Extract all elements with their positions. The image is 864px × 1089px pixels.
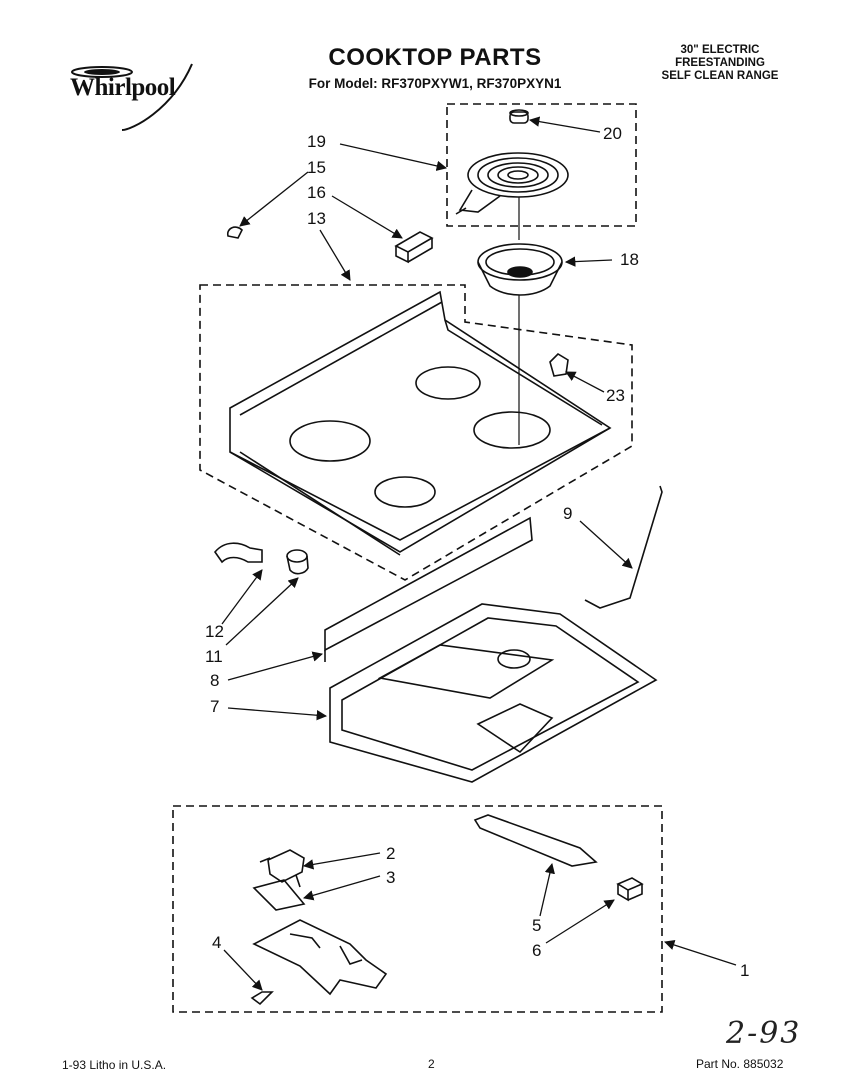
model-subtitle: For Model: RF370PXYW1, RF370PXYN1 bbox=[308, 76, 562, 91]
leader-line-19 bbox=[339, 143, 448, 172]
leader-line-7 bbox=[227, 707, 328, 721]
callout-label: 2 bbox=[386, 844, 395, 863]
leader-line-9 bbox=[579, 520, 633, 569]
insulator-part bbox=[252, 879, 306, 911]
leader-line-11 bbox=[225, 577, 299, 646]
leader-line-5 bbox=[539, 862, 555, 917]
whirlpool-logo: Whirlpool bbox=[62, 60, 202, 140]
callout-label: 3 bbox=[386, 868, 395, 887]
element-knob-part bbox=[509, 109, 529, 124]
leader-line-1 bbox=[664, 939, 737, 966]
bushing-part bbox=[286, 549, 309, 575]
callout-label: 16 bbox=[307, 183, 326, 202]
callout-label: 13 bbox=[307, 209, 326, 228]
callout-label: 23 bbox=[606, 386, 625, 405]
leader-line-2 bbox=[302, 852, 381, 870]
leader-line-3 bbox=[303, 875, 381, 901]
leader-line-23 bbox=[565, 371, 605, 393]
page-title: COOKTOP PARTS bbox=[328, 44, 542, 71]
rod-part bbox=[584, 485, 663, 609]
part-number: Part No. 885032 bbox=[696, 1057, 784, 1071]
callout-label: 8 bbox=[210, 671, 219, 690]
leader-line-13 bbox=[319, 229, 351, 281]
cooktop-panel-part bbox=[229, 290, 612, 556]
callout-label: 18 bbox=[620, 250, 639, 269]
callout-label: 11 bbox=[205, 647, 223, 666]
burner-opening bbox=[415, 366, 481, 400]
leader-line-4 bbox=[223, 949, 263, 991]
callout-label: 1 bbox=[740, 961, 749, 980]
handwritten-date: 2-93 bbox=[726, 1016, 802, 1051]
drip-bowl-part bbox=[477, 243, 563, 296]
surface-element-coil-part bbox=[455, 152, 569, 215]
callout-label: 9 bbox=[563, 504, 572, 523]
range-type-line: FREESTANDING bbox=[675, 57, 765, 69]
leader-line-8 bbox=[227, 651, 324, 681]
leader-line-18 bbox=[564, 256, 613, 267]
burner-opening bbox=[473, 411, 551, 449]
callout-label: 7 bbox=[210, 697, 219, 716]
terminal-block-part bbox=[394, 231, 434, 264]
burner-opening bbox=[289, 420, 371, 462]
cooktop-group-dashed-outline bbox=[199, 284, 633, 581]
main-top-pan-part bbox=[329, 603, 658, 783]
callout-label: 19 bbox=[307, 132, 326, 151]
callout-label: 4 bbox=[212, 933, 221, 952]
leader-line-15 bbox=[239, 171, 309, 227]
switch-part bbox=[259, 849, 305, 888]
callout-label: 15 bbox=[307, 158, 326, 177]
element-group-dashed-box bbox=[446, 103, 637, 227]
leader-line-12 bbox=[221, 569, 263, 625]
burner-opening bbox=[374, 476, 436, 508]
plug-part bbox=[616, 877, 644, 902]
logo-wordmark: Whirlpool bbox=[70, 74, 176, 101]
callout-label: 20 bbox=[603, 124, 622, 143]
control-group-dashed-box bbox=[172, 805, 663, 1013]
range-type-line: SELF CLEAN RANGE bbox=[661, 70, 779, 82]
control-bracket-part bbox=[252, 919, 388, 996]
range-type-line: 30" ELECTRIC bbox=[680, 44, 760, 56]
litho-note: 1-93 Litho in U.S.A. bbox=[62, 1058, 167, 1072]
front-rail-part bbox=[324, 516, 533, 662]
callout-label: 5 bbox=[532, 916, 541, 935]
leader-line-20 bbox=[528, 116, 601, 133]
wire-connector-part bbox=[213, 542, 263, 564]
callout-label: 6 bbox=[532, 941, 541, 960]
leader-line-16 bbox=[331, 195, 403, 239]
bracket-part bbox=[549, 352, 569, 377]
clip-part bbox=[226, 226, 243, 239]
logo-swoosh-icon bbox=[71, 63, 193, 131]
strap-part bbox=[473, 814, 598, 867]
clip-small-part bbox=[250, 991, 274, 1006]
callout-label: 12 bbox=[205, 622, 224, 641]
page-number: 2 bbox=[428, 1057, 435, 1071]
callout-labels: 19 15 16 13 20 18 23 9 12 11 8 7 2 3 5 6… bbox=[205, 124, 749, 980]
leader-line-6 bbox=[545, 899, 615, 944]
